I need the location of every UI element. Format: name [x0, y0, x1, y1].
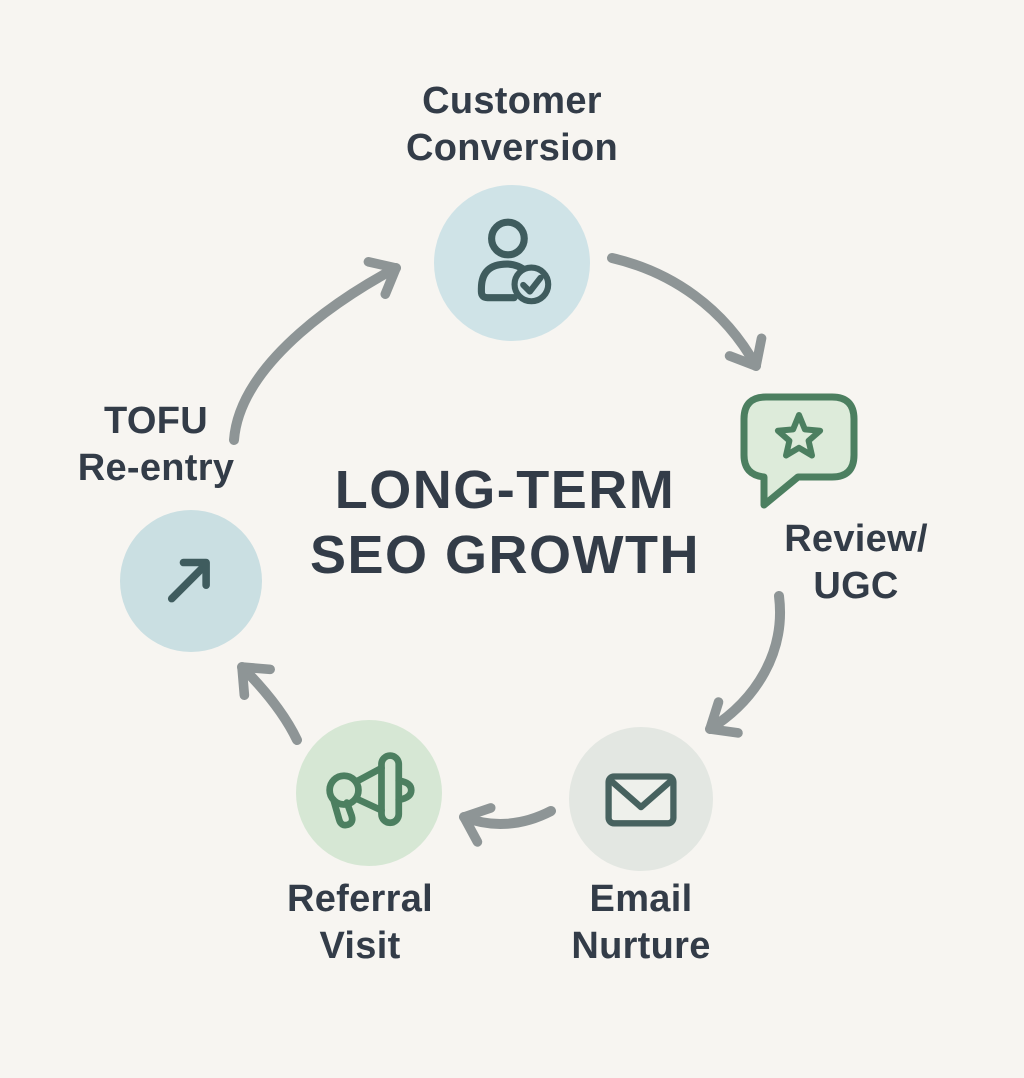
- label-tofu-reentry: TOFU Re-entry: [77, 400, 235, 490]
- node-email-nurture: [569, 727, 713, 871]
- node-tofu-reentry: [120, 510, 262, 652]
- label-review-ugc: Review/ UGC: [784, 518, 928, 608]
- node-customer-conversion: [434, 185, 590, 341]
- node-referral-visit: [296, 720, 442, 866]
- diagram-title: LONG-TERM SEO GROWTH: [205, 458, 805, 589]
- diagram-title-line2: SEO GROWTH: [310, 525, 700, 586]
- person-check-icon: [477, 218, 552, 305]
- arrow-customer-to-review: [607, 253, 767, 371]
- label-referral-visit: Referral Visit: [286, 878, 434, 968]
- label-customer-conversion: Customer Conversion: [405, 80, 619, 170]
- envelope-icon: [605, 773, 677, 827]
- diagram-title-line1: LONG-TERM: [334, 460, 676, 520]
- star-icon: [774, 412, 824, 459]
- megaphone-icon: [326, 752, 415, 829]
- label-email-nurture: Email Nurture: [571, 878, 711, 968]
- arrow-referral-to-tofu: [237, 662, 302, 745]
- node-review-ugc: [740, 393, 858, 509]
- arrow-review-to-email: [705, 591, 785, 738]
- arrow-up-right-icon: [167, 558, 210, 603]
- arrow-tofu-to-customer: [229, 257, 401, 445]
- arrow-email-to-referral: [459, 803, 556, 847]
